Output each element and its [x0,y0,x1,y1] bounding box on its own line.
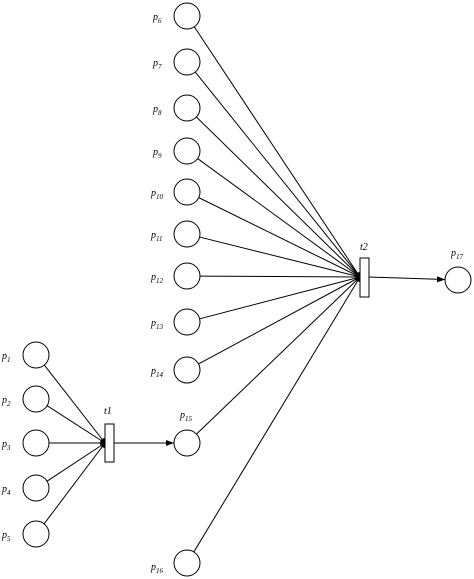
arc-p1-t1 [43,364,106,444]
place-label-p13: p13 [150,318,164,331]
place-p7 [173,48,201,76]
place-label-p8: p8 [152,104,162,117]
place-label-letter: p [1,351,7,362]
place-label-subscript: 11 [156,235,162,243]
place-label-letter: p [179,410,185,421]
place-label-letter: p [152,12,158,23]
place-label-p17: p17 [450,248,464,261]
place-p13 [173,308,201,336]
place-label-letter: p [150,366,156,377]
place-p9 [173,137,201,165]
place-label-letter: p [1,484,7,495]
place-p10 [173,178,201,206]
place-p2 [22,385,50,413]
arc-p8-t2 [196,116,361,278]
place-p14 [173,356,201,384]
arc-p16-t2 [193,276,361,553]
place-label-letter: p [152,104,158,115]
place-label-p14: p14 [150,366,164,379]
place-label-letter: p [150,188,156,199]
place-label-letter: p [152,58,158,69]
place-label-letter: p [450,248,456,259]
arc-p7-t2 [194,71,361,278]
place-p1 [22,341,50,369]
place-label-p16: p16 [150,562,164,575]
arc-p10-t2 [198,197,361,278]
place-label-p12: p12 [150,272,164,285]
place-label-subscript: 15 [185,415,193,423]
place-p12 [173,262,201,290]
transition-t1 [104,423,115,463]
arc-p14-t2 [198,276,361,365]
place-label-subscript: 3 [6,444,11,452]
place-p6 [173,2,201,30]
nodes-layer [22,2,472,577]
place-label-subscript: 4 [7,489,11,497]
arc-p6-t2 [193,26,361,278]
arcs-layer [43,26,446,553]
place-label-subscript: 17 [456,253,464,261]
place-label-p5: p5 [1,530,11,543]
place-p5 [22,520,50,548]
place-label-subscript: 14 [156,371,164,379]
transition-label-t2: t2 [360,242,368,253]
place-label-letter: p [1,439,7,450]
place-p11 [173,220,201,248]
place-label-p10: p10 [150,188,164,201]
place-label-subscript: 1 [7,356,11,364]
place-label-subscript: 12 [156,277,164,285]
labels-layer: p1p2p3p4p5p6p7p8p9p10p11p12p13p14p15p16p… [1,12,464,575]
place-p4 [22,474,50,502]
arc-p9-t2 [197,158,361,278]
arc-p13-t2 [199,276,361,320]
arc-p11-t2 [199,236,361,278]
arc-p4-t1 [46,442,106,482]
transition-join-t2 [355,272,360,282]
place-label-subscript: 9 [158,152,162,160]
transition-join-t1 [100,438,105,448]
place-label-subscript: 13 [156,323,164,331]
place-label-subscript: 6 [158,17,162,25]
place-p3 [22,429,50,457]
place-label-p9: p9 [152,147,162,160]
place-p17 [444,266,472,294]
place-label-letter: p [1,530,7,541]
place-label-letter: p [150,562,156,573]
place-label-p15: p15 [179,410,193,423]
place-label-subscript: 10 [156,193,164,201]
place-label-subscript: 8 [158,109,162,117]
transition-label-t1: t1 [104,406,112,417]
arc-p5-t1 [43,442,106,525]
place-label-subscript: 5 [7,535,11,543]
place-label-letter: p [150,230,156,241]
arc-p2-t1 [46,405,106,444]
place-p15 [173,429,201,457]
place-label-subscript: 7 [158,63,162,71]
place-label-p11: p11 [150,230,162,243]
place-label-p3: p3 [1,439,11,452]
place-label-letter: p [152,147,158,158]
place-label-letter: p [150,318,156,329]
place-label-p4: p4 [1,484,11,497]
place-label-subscript: 2 [7,400,11,408]
place-label-p1: p1 [1,351,11,364]
place-label-p7: p7 [152,58,162,71]
arc-p12-t2 [199,275,361,278]
place-p8 [173,94,201,122]
place-label-letter: p [1,395,7,406]
arc-t2-p17 [368,276,446,283]
place-label-subscript: 16 [156,567,164,575]
place-label-p6: p6 [152,12,162,25]
place-p16 [173,549,201,577]
arc-p15-t2 [196,276,361,435]
place-label-letter: p [150,272,156,283]
place-label-p2: p2 [1,395,11,408]
transition-t2 [359,257,370,298]
